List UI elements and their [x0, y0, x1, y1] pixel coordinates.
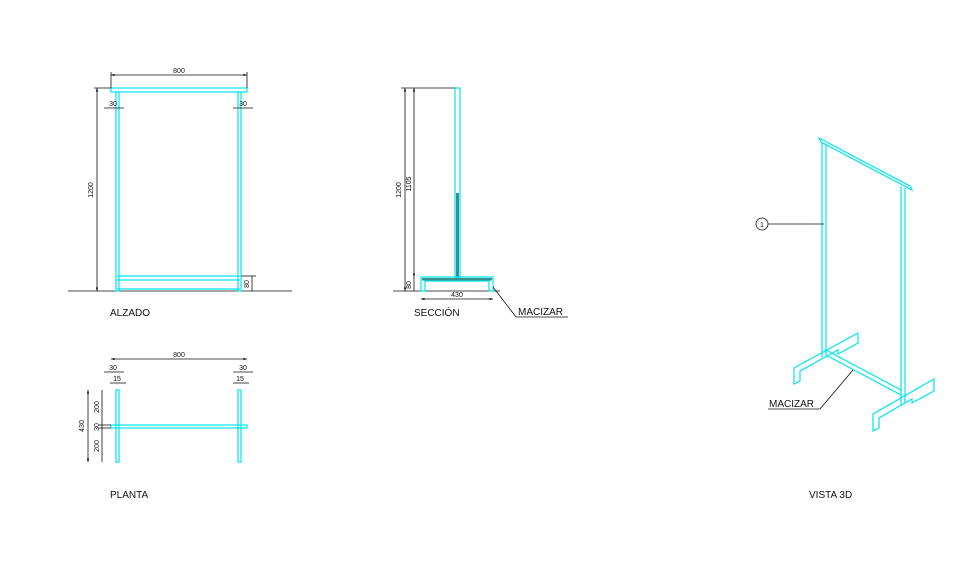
- alzado-dim-80: 80: [244, 280, 251, 288]
- seccion-dim-80: 80: [406, 281, 413, 289]
- planta-label: PLANTA: [110, 490, 148, 501]
- alzado-label: ALZADO: [110, 308, 150, 319]
- planta-dim-430: 430: [79, 420, 86, 432]
- planta-dim-30: 30: [94, 423, 101, 431]
- seccion-label: SECCIÓN: [414, 306, 460, 319]
- vista3d-base-bar: [825, 349, 902, 396]
- alzado-dim-800: 800: [173, 68, 185, 75]
- planta-dim-200-bottom: 200: [94, 440, 101, 452]
- seccion-post-fill: [456, 193, 459, 277]
- seccion-base-fill: [422, 278, 492, 281]
- seccion-view: 1200 1105 80 430 MACIZAR SECCIÓN: [393, 87, 568, 319]
- planta-dim-15-left: 15: [113, 376, 121, 383]
- planta-left-post: [115, 389, 120, 463]
- planta-dim-200-top: 200: [94, 401, 101, 413]
- alzado-dim-1200: 1200: [88, 182, 95, 198]
- vista3d-right-foot: [872, 377, 935, 432]
- seccion-dim-1105: 1105: [406, 176, 413, 191]
- planta-dim-800: 800: [173, 352, 185, 359]
- seccion-dim-430: 430: [451, 292, 463, 299]
- planta-dim-30-right: 30: [239, 365, 247, 372]
- seccion-dim-1200: 1200: [396, 182, 403, 198]
- planta-dim-30-left: 30: [109, 365, 117, 372]
- alzado-dim-30-right: 30: [239, 101, 247, 108]
- vista3d-macizar-label: MACIZAR: [769, 399, 814, 410]
- alzado-top-bar: [110, 87, 248, 93]
- seccion-macizar-label: MACIZAR: [518, 307, 563, 318]
- alzado-view: 800 30 30 1200 80 ALZADO: [68, 68, 292, 319]
- alzado-left-post: [115, 91, 120, 292]
- alzado-dim-30-left: 30: [109, 101, 117, 108]
- planta-view: 800 30 30 15 15 430 200 30 200 PLANTA: [79, 352, 253, 501]
- seccion-macizar-leader: [492, 286, 517, 318]
- vista3d-view: 1 MACIZAR VISTA 3D: [755, 136, 935, 501]
- vista3d-top-rail: [817, 136, 914, 192]
- vista3d-macizar-leader: [819, 369, 854, 410]
- planta-right-post: [237, 389, 242, 463]
- vista3d-label: VISTA 3D: [809, 490, 852, 501]
- alzado-right-post: [237, 91, 242, 292]
- vista3d-left-foot: [793, 331, 859, 385]
- planta-cross-bar: [110, 424, 248, 429]
- seccion-base: [420, 276, 494, 292]
- vista3d-callout-number: 1: [760, 222, 764, 229]
- planta-dim-15-right: 15: [236, 376, 244, 383]
